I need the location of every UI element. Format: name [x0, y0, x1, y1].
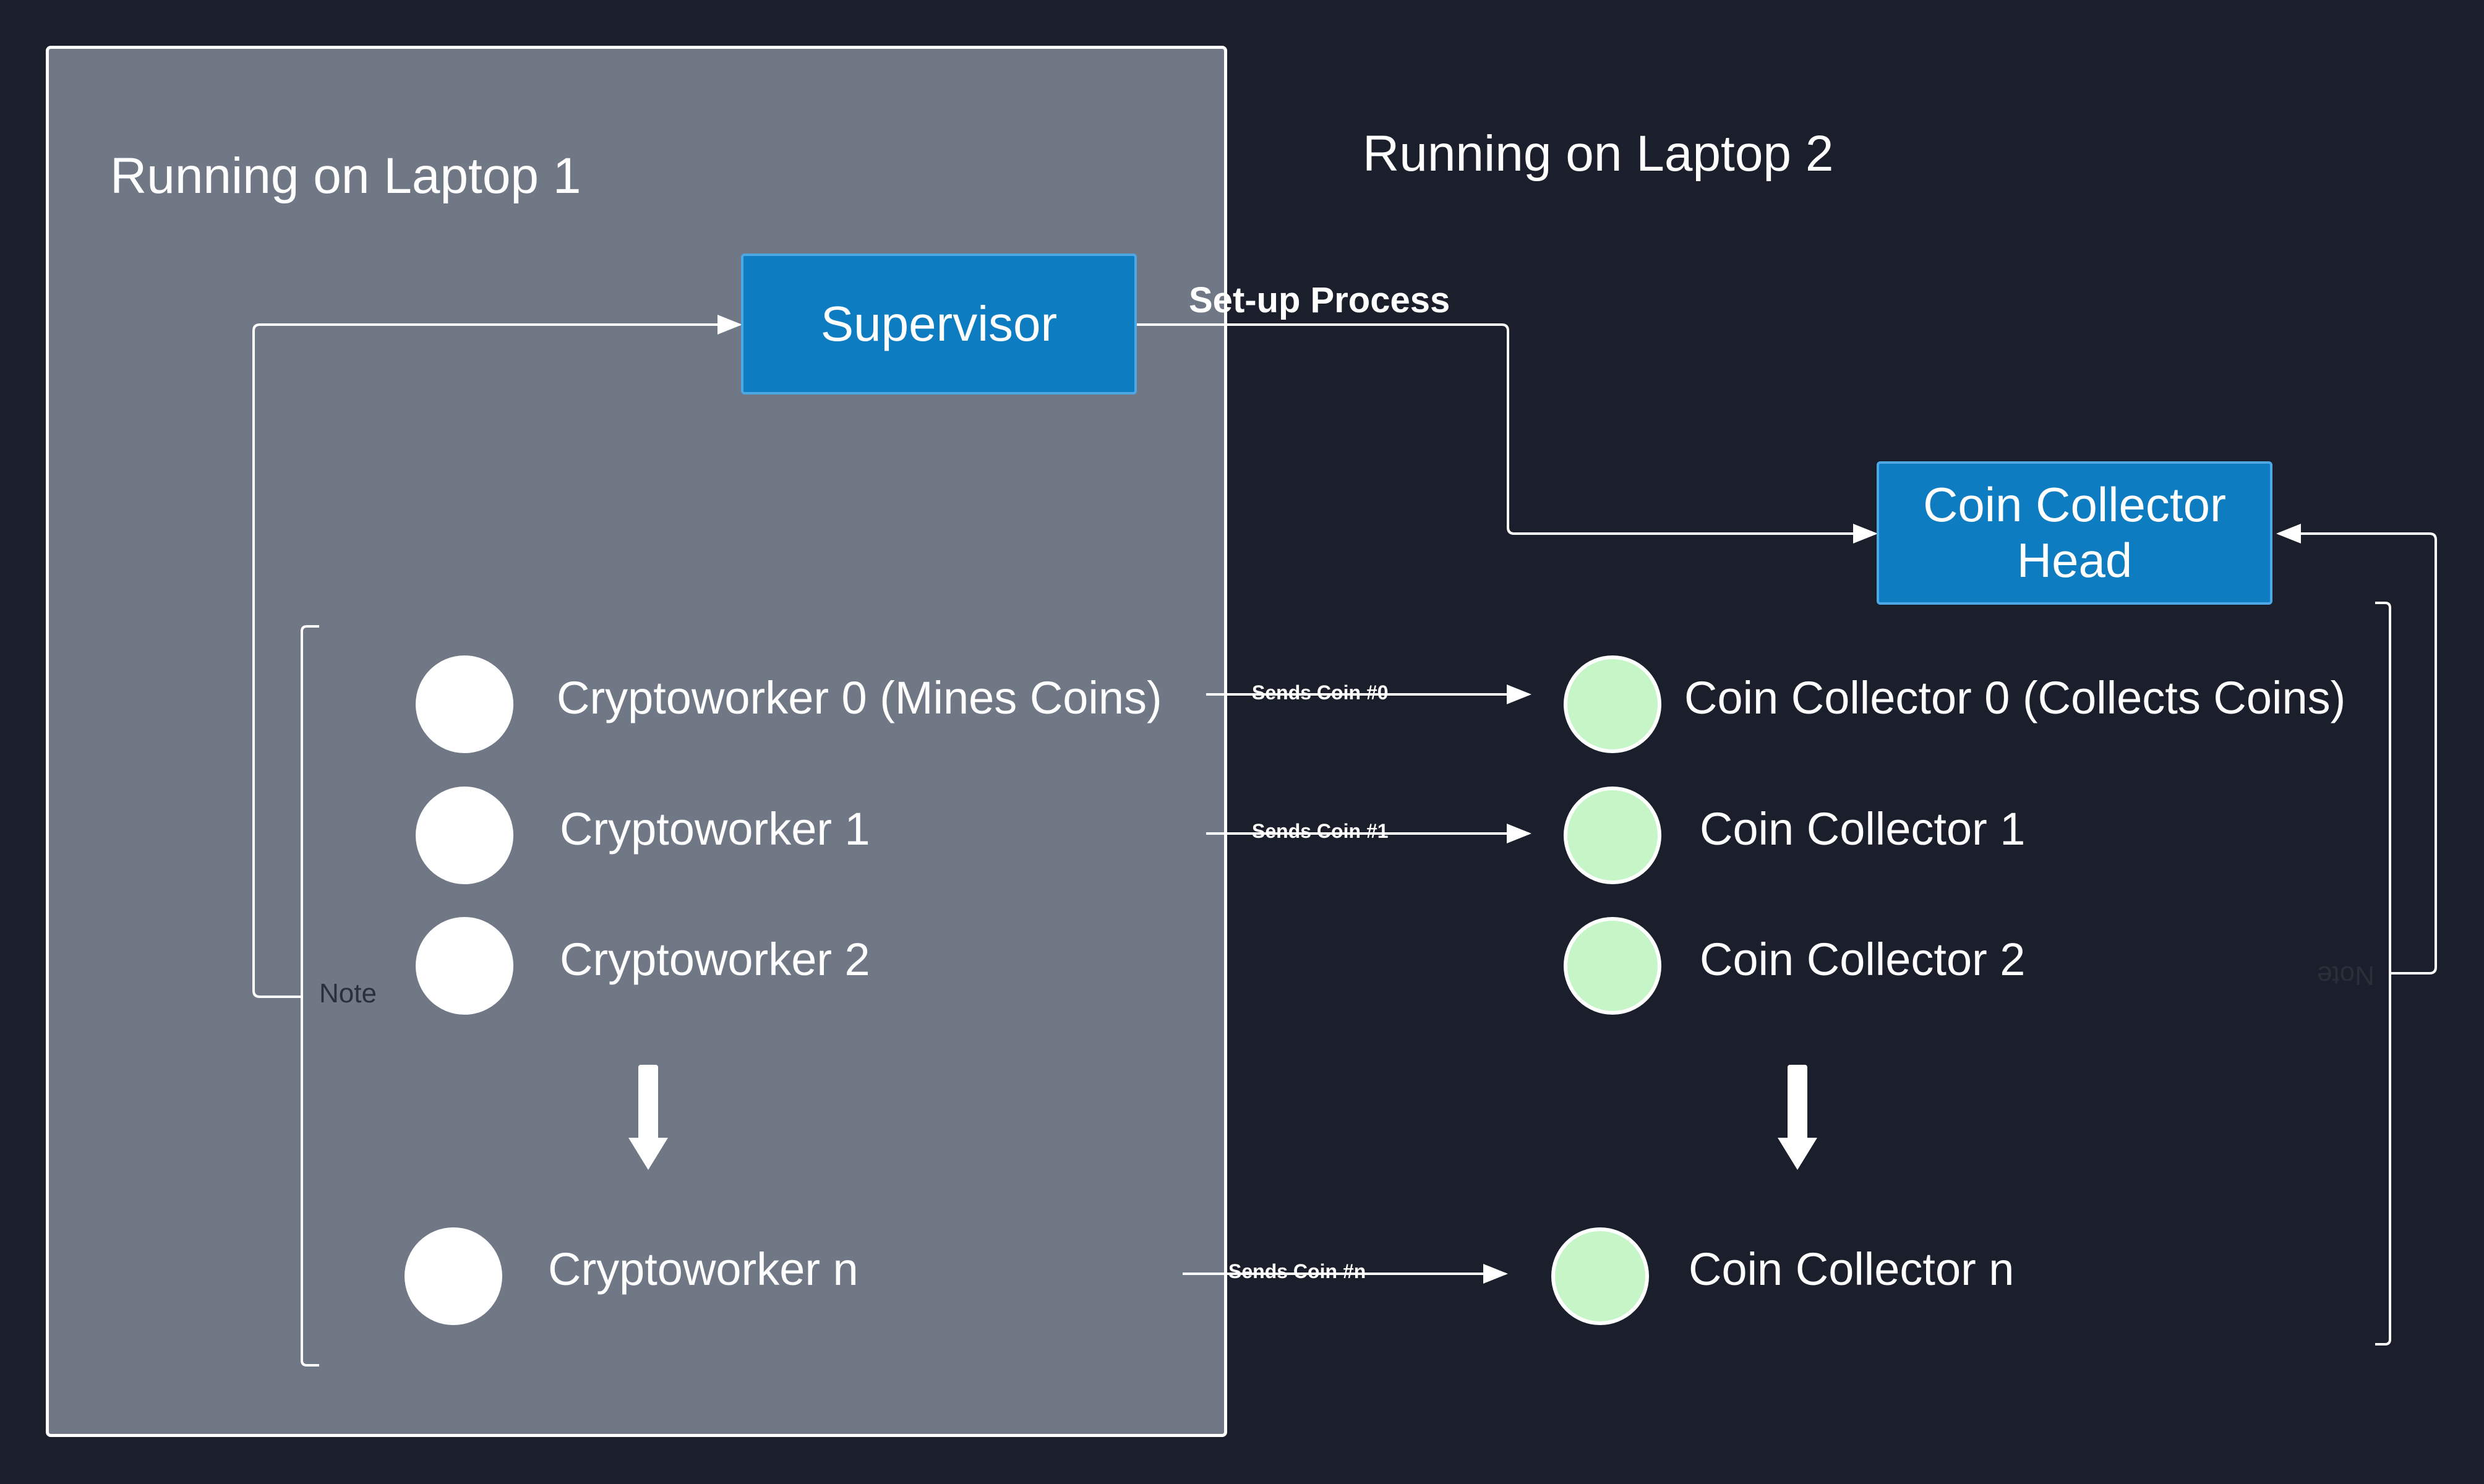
collectors-continuation-arrow-icon	[1778, 1065, 1817, 1170]
send-coin-1-label: Sends Coin #1	[1252, 820, 1389, 842]
laptop1-title: Running on Laptop 1	[110, 148, 581, 204]
supervisor-box[interactable]: Supervisor	[741, 254, 1137, 394]
coin-collector-n-node[interactable]	[1551, 1227, 1649, 1325]
cryptoworker-1-label: Cryptoworker 1	[560, 803, 870, 855]
left-bracket	[301, 625, 319, 1367]
bracket-to-head-connector	[2276, 524, 2437, 974]
laptop2-title: Running on Laptop 2	[1363, 126, 1834, 182]
coin-collector-head-box[interactable]: Coin Collector Head	[1877, 461, 2272, 605]
collector-head-label-line2: Head	[2016, 533, 2133, 587]
coin-collector-2-node[interactable]	[1564, 917, 1661, 1015]
cryptoworker-n-node[interactable]	[405, 1227, 502, 1325]
cryptoworker-1-node[interactable]	[416, 787, 513, 884]
cryptoworker-0-node[interactable]	[416, 655, 513, 753]
supervisor-label: Supervisor	[820, 296, 1058, 351]
cryptoworker-n-label: Cryptoworker n	[548, 1243, 859, 1295]
setup-process-connector	[1137, 323, 1878, 544]
coin-collector-1-label: Coin Collector 1	[1700, 803, 2026, 855]
bracket-to-supervisor-connector	[252, 315, 742, 998]
cryptoworker-0-label: Cryptoworker 0 (Mines Coins)	[557, 672, 1162, 723]
right-bracket-note: Note	[2317, 960, 2375, 991]
cryptoworker-2-node[interactable]	[416, 917, 513, 1015]
send-coin-n-label: Sends Coin #n	[1228, 1260, 1366, 1282]
coin-collector-1-node[interactable]	[1564, 787, 1661, 884]
coin-collector-n-label: Coin Collector n	[1689, 1243, 2015, 1295]
coin-collector-0-label: Coin Collector 0 (Collects Coins)	[1684, 672, 2346, 723]
left-bracket-note: Note	[319, 978, 377, 1009]
send-coin-0-label: Sends Coin #0	[1252, 681, 1389, 704]
workers-continuation-arrow-icon	[628, 1065, 668, 1170]
setup-process-label: Set-up Process	[1189, 280, 1450, 320]
coin-collector-2-label: Coin Collector 2	[1700, 934, 2026, 985]
cryptoworker-2-label: Cryptoworker 2	[560, 934, 870, 985]
collector-head-label-line1: Coin Collector	[1923, 477, 2226, 532]
coin-collector-0-node[interactable]	[1564, 655, 1661, 753]
right-bracket	[2375, 602, 2391, 1345]
